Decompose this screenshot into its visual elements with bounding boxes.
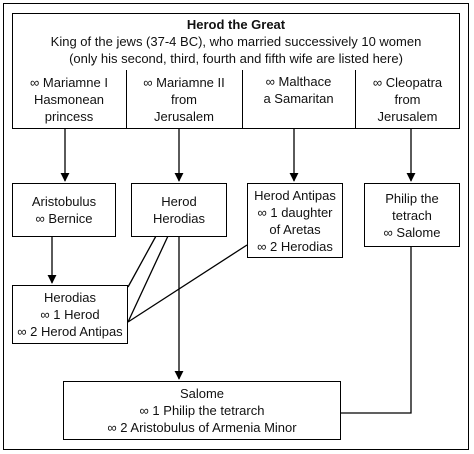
wife-line: from [171,91,197,107]
child-line: Aristobulus [31,194,97,209]
wife-line: a Samaritan [263,91,334,106]
child-line: Herod [161,194,197,209]
wife-line: Jerusalem [377,108,438,124]
child-line: ∞ 1 daughter [257,204,333,220]
herod-desc-line2: (only his second, third, fourth and fift… [69,51,403,66]
wives-row [12,69,460,129]
child-line: Philip the [385,190,439,206]
wife-malthace: ∞ Malthace a Samaritan [242,70,355,128]
wife-cleopatra: ∞ Cleopatra from Jerusalem [355,70,460,128]
wife-divider-3 [355,70,356,129]
child-herod-antipas: Herod Antipas ∞ 1 daughter of Aretas ∞ 2… [247,183,343,258]
child-line: of Aretas [269,221,321,237]
child-philip: Philip the tetrach ∞ Salome [364,183,460,247]
salome-box: Salome ∞ 1 Philip the tetrarch ∞ 2 Arist… [63,381,341,440]
line-antipas-to-herodias [127,244,248,323]
herod-title: Herod the Great [186,17,286,32]
wife-mariamne-2: ∞ Mariamne II from Jerusalem [126,70,242,128]
wife-line: Jerusalem [154,108,214,124]
wife-line: ∞ Malthace [265,74,332,89]
child-line: ∞ Bernice [35,211,93,226]
line-philip-to-salome [341,247,412,414]
salome-line: ∞ 1 Philip the tetrarch [139,403,265,418]
herodias-line: ∞ 2 Herod Antipas [17,324,123,339]
herodias-line: ∞ 1 Herod [40,307,100,322]
wife-mariamne-1: ∞ Mariamne I Hasmonean princess [12,70,126,128]
child-herod: Herod Herodias [131,183,227,237]
herod-the-great-box: Herod the Great King of the jews (37-4 B… [12,13,460,70]
wife-line: ∞ Mariamne II [143,74,225,90]
wife-line: ∞ Cleopatra [372,74,443,90]
herod-desc-line1: King of the jews (37-4 BC), who married … [50,34,422,49]
child-line: tetrach [392,207,432,223]
salome-line: ∞ 2 Aristobulus of Armenia Minor [107,420,297,435]
line-herod-to-herodias-2 [127,235,169,323]
wife-divider-1 [126,70,127,129]
line-herod-to-herodias [127,235,157,288]
child-line: ∞ Salome [383,224,441,240]
herodias-line: Herodias [43,290,97,305]
wife-divider-2 [242,70,243,129]
herodias-box: Herodias ∞ 1 Herod ∞ 2 Herod Antipas [12,285,128,344]
salome-line: Salome [179,386,225,401]
wife-line: princess [44,108,94,124]
wife-line: ∞ Mariamne I [30,74,108,90]
child-line: Herodias [152,211,206,226]
wife-line: from [394,91,421,107]
wife-line: Hasmonean [33,91,105,107]
child-line: Herod Antipas [254,187,336,203]
child-aristobulus: Aristobulus ∞ Bernice [12,183,116,237]
diagram-frame [3,3,469,450]
child-line: ∞ 2 Herodias [257,238,333,254]
